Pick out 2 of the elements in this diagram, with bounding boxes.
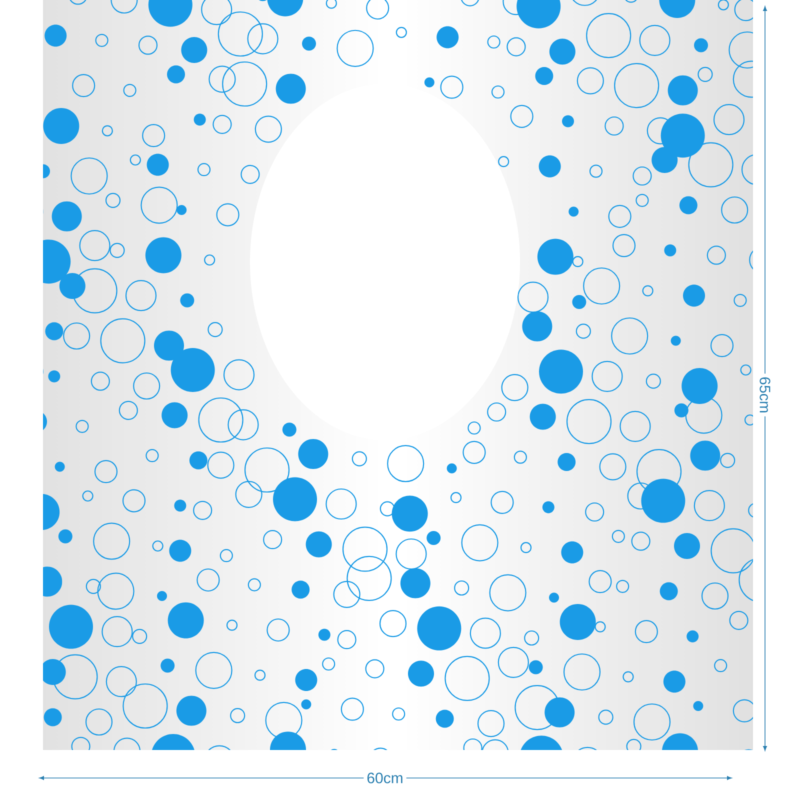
dimension-label: 60cm (364, 770, 406, 786)
dimension-label: 65cm (756, 374, 774, 416)
